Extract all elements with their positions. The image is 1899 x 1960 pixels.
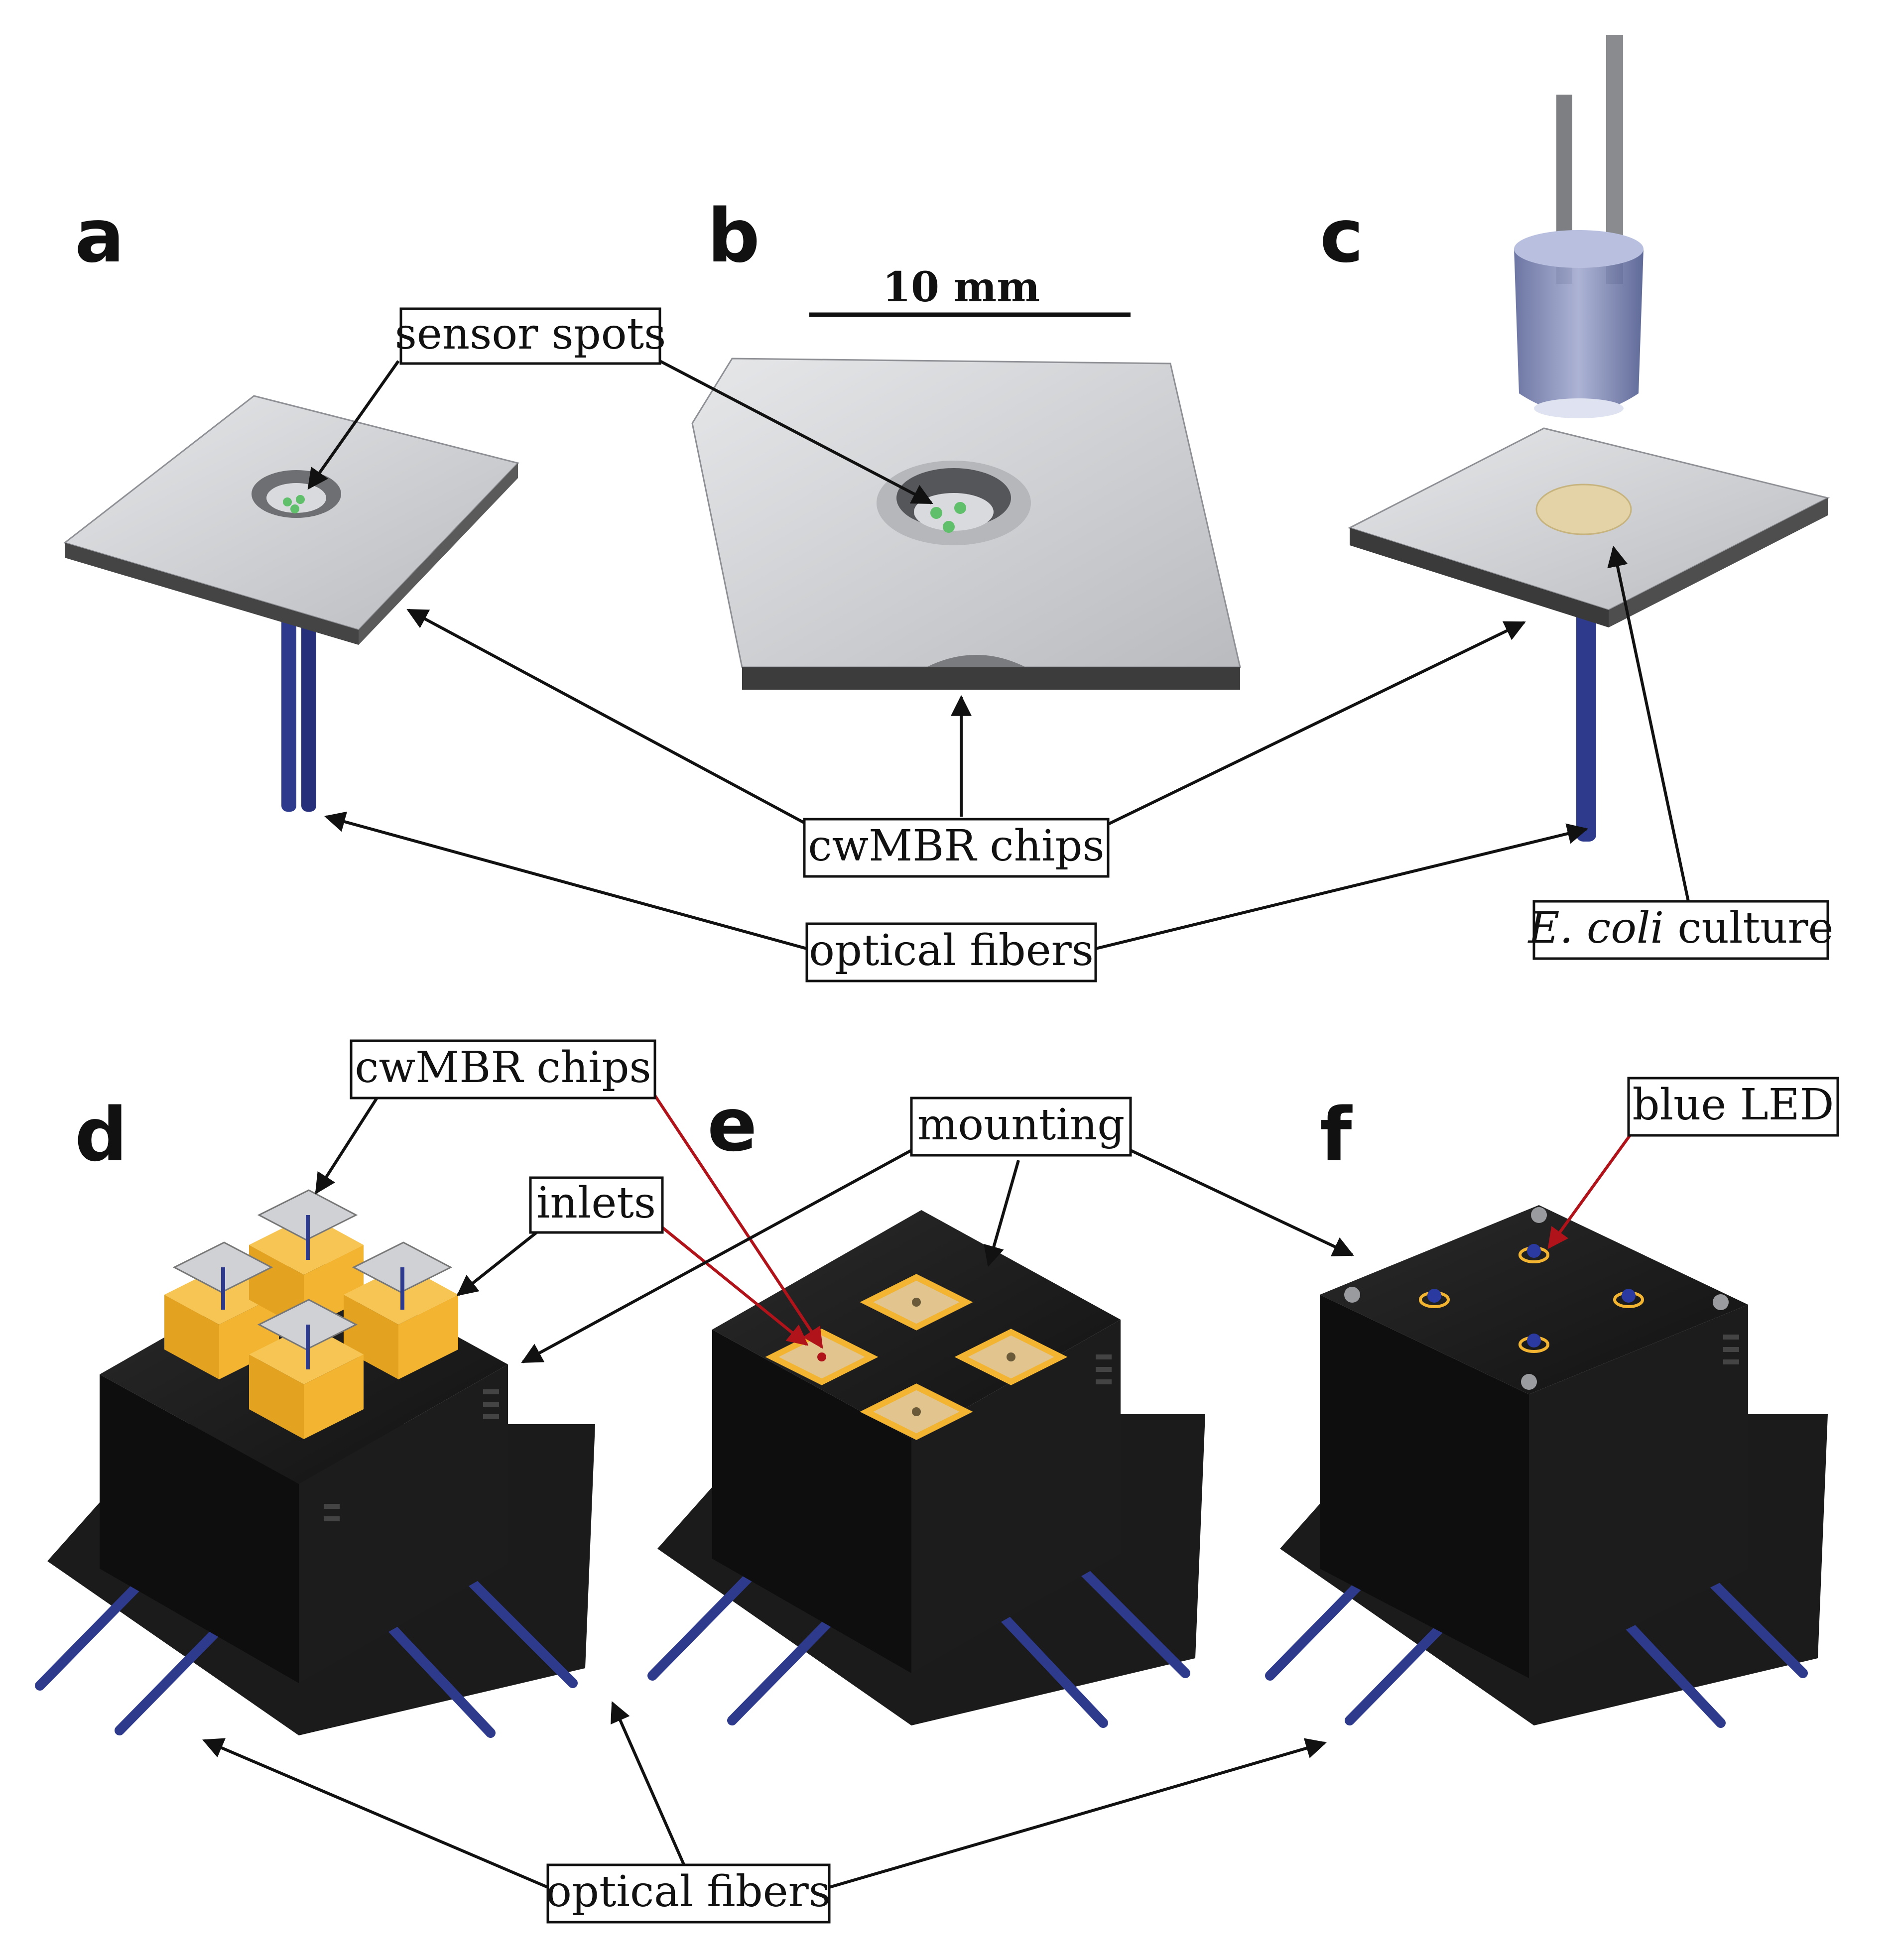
blue-led-group	[1419, 1244, 1644, 1353]
panel-letter-c: c	[1320, 193, 1364, 279]
panel-letter-f: f	[1320, 1092, 1353, 1178]
panel-letter-a: a	[75, 193, 125, 279]
label-ecoli-italic: E. coli	[1527, 903, 1664, 953]
label-optical-fibers-bottom-text: optical fibers	[546, 1867, 831, 1917]
label-sensor-spots-text: sensor spots	[395, 309, 666, 359]
label-mounting: mounting	[910, 1097, 1132, 1157]
label-optical-fibers-bottom: optical fibers	[546, 1863, 831, 1924]
label-inlets: inlets	[529, 1176, 664, 1234]
panel-e-housing-illustration	[647, 1210, 1205, 1728]
panel-d-housing-illustration	[35, 1189, 595, 1738]
panel-a-chip-illustration	[63, 395, 519, 812]
label-optical-fibers-top-text: optical fibers	[809, 926, 1094, 976]
label-mounting-text: mounting	[917, 1100, 1125, 1150]
label-ecoli-rest: culture	[1664, 903, 1833, 953]
panel-letter-b: b	[707, 193, 760, 279]
panel-letter-e: e	[707, 1082, 757, 1168]
label-cwmbr-chips-bottom-text: cwMBR chips	[355, 1043, 651, 1093]
panel-letter-d: d	[75, 1092, 127, 1178]
label-optical-fibers-top: optical fibers	[805, 922, 1097, 982]
label-cwmbr-chips-top: cwMBR chips	[803, 818, 1110, 878]
scale-bar: 10 mm	[809, 263, 1131, 317]
arrows-bottom	[202, 1095, 1635, 1889]
label-inlets-text: inlets	[536, 1178, 656, 1228]
label-blue-led-text: blue LED	[1632, 1080, 1834, 1130]
panel-f-housing-illustration	[1265, 1205, 1828, 1728]
label-blue-led: blue LED	[1627, 1077, 1839, 1137]
label-ecoli-culture: E. coli culture	[1527, 900, 1834, 960]
arrows-top	[307, 360, 1690, 950]
label-cwmbr-chips-bottom: cwMBR chips	[350, 1039, 656, 1100]
label-sensor-spots: sensor spots	[395, 307, 666, 365]
label-cwmbr-chips-top-text: cwMBR chips	[808, 821, 1104, 871]
panel-b-chip-illustration	[691, 358, 1241, 690]
label-ecoli-culture-text: E. coli culture	[1527, 903, 1834, 953]
panel-c-chip-illustration	[1348, 35, 1830, 842]
scale-bar-label: 10 mm	[883, 263, 1040, 311]
mount-pads	[765, 1274, 1068, 1440]
